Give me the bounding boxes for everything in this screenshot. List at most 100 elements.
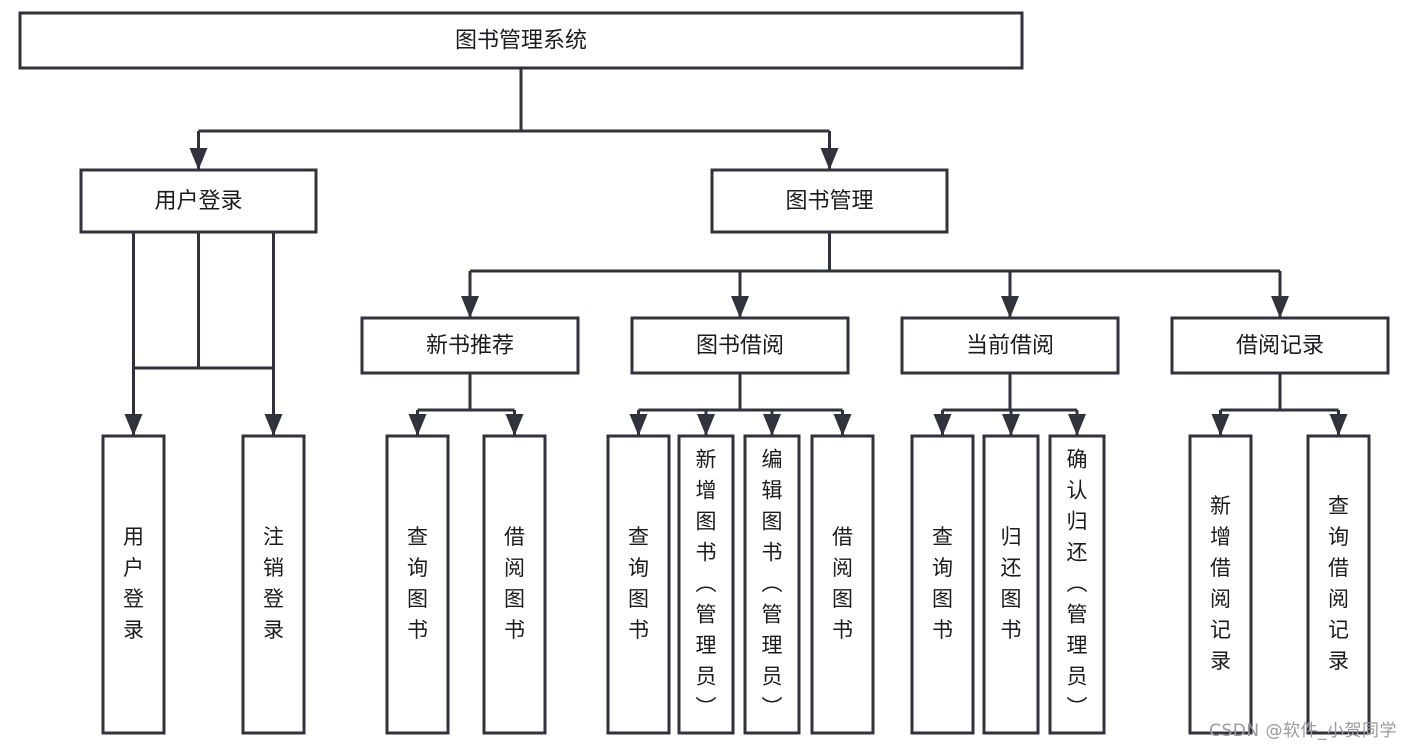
node-label-char-leaf-edit-book-admin-0: 编 xyxy=(762,448,783,472)
node-label-char-leaf-add-book-admin-8: ︶ xyxy=(696,696,717,720)
node-label-char-leaf-query-book-current-3: 书 xyxy=(932,618,953,642)
node-label-char-leaf-query-borrow-record-2: 借 xyxy=(1328,556,1349,580)
arrow-icon-leaf-return-book xyxy=(1002,414,1020,436)
node-label-char-leaf-confirm-return-admin-3: 还 xyxy=(1067,541,1088,565)
node-label-char-leaf-add-book-admin-0: 新 xyxy=(696,448,717,472)
node-label-char-leaf-confirm-return-admin-7: 员 xyxy=(1067,665,1088,689)
arrow-icon-user-login xyxy=(189,148,208,170)
node-label-char-leaf-query-book-current-2: 图 xyxy=(932,587,953,611)
node-borrow-record[interactable]: 借阅记录 xyxy=(1170,316,1390,375)
node-label-char-leaf-borrow-book-2: 图 xyxy=(832,587,853,611)
node-box-leaf-query-book-rec xyxy=(385,434,450,735)
arrow-icon-borrow-record xyxy=(1271,296,1289,318)
node-root[interactable]: 图书管理系统 xyxy=(18,11,1024,70)
arrow-icon-leaf-user-login xyxy=(124,414,143,436)
node-label-current-borrow: 当前借阅 xyxy=(966,334,1054,359)
arrow-icon-leaf-add-borrow-record xyxy=(1211,414,1230,436)
node-label-char-leaf-borrow-book-0: 借 xyxy=(832,525,853,549)
node-label-char-leaf-confirm-return-admin-4: ︵ xyxy=(1067,572,1088,596)
node-label-new-book-recommend: 新书推荐 xyxy=(426,334,514,359)
node-box-new-book-recommend xyxy=(360,316,580,375)
node-user-login[interactable]: 用户登录 xyxy=(79,168,318,234)
node-box-leaf-add-book-admin xyxy=(677,434,735,735)
node-book-management[interactable]: 图书管理 xyxy=(710,168,949,234)
node-label-char-leaf-query-book-borrow-1: 询 xyxy=(628,556,649,580)
node-label-char-leaf-query-book-rec-1: 询 xyxy=(407,556,428,580)
node-label-char-leaf-add-book-admin-2: 图 xyxy=(696,510,717,534)
node-book-borrow[interactable]: 图书借阅 xyxy=(630,316,850,375)
node-label-char-leaf-add-book-admin-4: ︵ xyxy=(696,572,717,596)
node-label-char-leaf-edit-book-admin-3: 书 xyxy=(762,541,783,565)
node-label-char-leaf-add-book-admin-7: 员 xyxy=(696,665,717,689)
node-box-leaf-confirm-return-admin xyxy=(1048,434,1106,735)
node-label-char-leaf-add-book-admin-1: 增 xyxy=(696,479,717,503)
node-label-char-leaf-edit-book-admin-7: 员 xyxy=(762,665,783,689)
node-label-book-borrow: 图书借阅 xyxy=(696,334,784,359)
node-label-char-leaf-query-book-current-0: 查 xyxy=(932,525,953,549)
node-box-root xyxy=(18,11,1024,70)
node-box-book-management xyxy=(710,168,949,234)
node-leaf-user-login[interactable]: 用户登录 xyxy=(101,434,166,735)
node-label-char-leaf-add-borrow-record-3: 阅 xyxy=(1210,587,1231,611)
node-label-user-login: 用户登录 xyxy=(154,189,242,214)
node-label-char-leaf-add-book-admin-6: 理 xyxy=(696,634,717,658)
node-label-char-leaf-add-book-admin-3: 书 xyxy=(696,541,717,565)
node-label-char-leaf-user-login-3: 录 xyxy=(123,618,144,642)
node-label-root: 图书管理系统 xyxy=(455,29,587,54)
node-label-char-leaf-edit-book-admin-5: 管 xyxy=(762,603,783,627)
node-box-leaf-user-logout xyxy=(241,434,306,735)
connector-layer xyxy=(124,68,1348,436)
node-label-char-leaf-confirm-return-admin-0: 确 xyxy=(1067,448,1088,472)
node-box-leaf-borrow-book-rec xyxy=(482,434,547,735)
node-label-char-leaf-user-logout-3: 录 xyxy=(263,618,284,642)
node-label-char-leaf-user-login-2: 登 xyxy=(123,587,144,611)
arrow-icon-leaf-query-book-current xyxy=(933,414,952,436)
node-label-char-leaf-add-borrow-record-2: 借 xyxy=(1210,556,1231,580)
node-box-current-borrow xyxy=(900,316,1120,375)
node-new-book-recommend[interactable]: 新书推荐 xyxy=(360,316,580,375)
node-label-book-management: 图书管理 xyxy=(785,189,873,214)
node-label-char-leaf-confirm-return-admin-1: 认 xyxy=(1067,479,1088,503)
node-box-leaf-edit-book-admin xyxy=(743,434,801,735)
arrow-icon-leaf-add-book-admin xyxy=(697,414,715,436)
node-label-char-leaf-edit-book-admin-1: 辑 xyxy=(762,479,783,503)
node-label-borrow-record: 借阅记录 xyxy=(1236,334,1324,359)
arrow-icon-current-borrow xyxy=(1001,296,1019,318)
node-box-book-borrow xyxy=(630,316,850,375)
arrow-icon-new-book-recommend xyxy=(461,296,479,318)
node-label-char-leaf-query-borrow-record-0: 查 xyxy=(1328,494,1349,518)
node-label-char-leaf-query-book-borrow-0: 查 xyxy=(628,525,649,549)
node-label-char-leaf-borrow-book-rec-3: 书 xyxy=(504,618,525,642)
node-box-leaf-query-book-borrow xyxy=(606,434,671,735)
node-box-borrow-record xyxy=(1170,316,1390,375)
node-label-char-leaf-confirm-return-admin-2: 归 xyxy=(1067,510,1088,534)
node-label-char-leaf-borrow-book-1: 阅 xyxy=(832,556,853,580)
node-current-borrow[interactable]: 当前借阅 xyxy=(900,316,1120,375)
arrow-icon-book-borrow xyxy=(731,296,749,318)
node-label-char-leaf-query-book-rec-2: 图 xyxy=(407,587,428,611)
node-box-leaf-borrow-book xyxy=(810,434,875,735)
node-label-char-leaf-query-book-current-1: 询 xyxy=(932,556,953,580)
node-label-char-leaf-borrow-book-rec-2: 图 xyxy=(504,587,525,611)
node-box-user-login xyxy=(79,168,318,234)
arrow-icon-leaf-confirm-return-admin xyxy=(1068,414,1086,436)
node-layer: 图书管理系统用户登录图书管理新书推荐图书借阅当前借阅借阅记录用户登录注销登录查询… xyxy=(18,11,1390,735)
arrow-icon-leaf-user-logout xyxy=(264,414,283,436)
node-label-char-leaf-user-logout-1: 销 xyxy=(263,556,284,580)
node-box-leaf-user-login xyxy=(101,434,166,735)
node-box-leaf-return-book xyxy=(982,434,1040,735)
